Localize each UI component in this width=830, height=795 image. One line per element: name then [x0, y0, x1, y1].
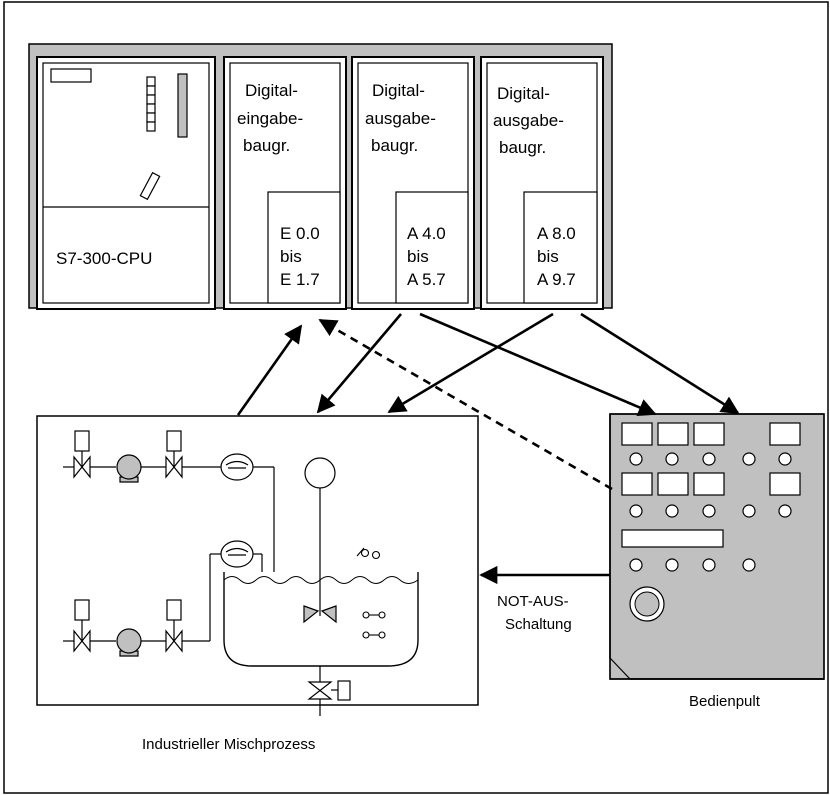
cpu-module: S7-300-CPU — [36, 56, 216, 310]
do1-range-line-3: A 5.7 — [407, 270, 446, 289]
panel-caption: Bedienpult — [689, 693, 761, 710]
di-module: Digital- eingabe- baugr. E 0.0 bis E 1.7 — [223, 56, 347, 310]
actuator-icon — [74, 599, 90, 621]
temperature-sensor-icon — [362, 611, 386, 639]
panel-push-button[interactable] — [621, 422, 653, 446]
emergency-stop-button-icon[interactable] — [629, 586, 665, 622]
do1-title-line-2: ausgabe- — [365, 109, 436, 128]
do2-module: Digital- ausgabe- baugr. A 8.0 bis A 9.7 — [480, 56, 604, 310]
do1-module: Digital- ausgabe- baugr. A 4.0 bis A 5.7 — [351, 56, 475, 310]
di-range-line-3: E 1.7 — [280, 270, 320, 289]
cpu-led-column-icon — [146, 76, 156, 132]
panel-push-button[interactable] — [769, 472, 801, 496]
arrow-do1-to-process-a — [316, 313, 402, 414]
arrow-do2-to-panel — [580, 312, 740, 415]
panel-buttons — [621, 422, 801, 496]
panel-push-button[interactable] — [657, 422, 689, 446]
level-sensor-icon — [356, 547, 381, 560]
do1-range-line-1: A 4.0 — [407, 224, 446, 243]
signal-arrows — [236, 312, 740, 585]
flow-meter-icon — [220, 453, 254, 481]
bottom-pipe-line — [63, 540, 263, 657]
panel-push-button[interactable] — [693, 472, 725, 496]
do2-range-line-2: bis — [537, 247, 559, 266]
di-range-box — [267, 191, 341, 304]
arrow-do2-to-process — [387, 312, 554, 414]
di-title-line-3: baugr. — [243, 136, 290, 155]
do1-range-box — [395, 191, 469, 304]
process-box — [36, 415, 479, 716]
process-caption: Industrieller Mischprozess — [142, 736, 315, 753]
panel-display — [621, 529, 724, 548]
panel-push-button[interactable] — [693, 422, 725, 446]
do2-range-line-3: A 9.7 — [537, 270, 576, 289]
actuator-icon — [74, 430, 90, 452]
outer-border — [3, 1, 829, 794]
actuator-icon — [166, 430, 182, 452]
emergency-label-line-1: NOT-AUS- — [497, 593, 569, 610]
do1-title-line-1: Digital- — [372, 81, 425, 100]
panel-indicator-lamps — [629, 452, 792, 572]
pump-icon — [116, 628, 142, 657]
do2-title-line-3: baugr. — [499, 138, 546, 157]
di-title-line-2: eingabe- — [237, 109, 303, 128]
cpu-memory-card-slot — [177, 73, 188, 138]
panel-push-button[interactable] — [657, 472, 689, 496]
cpu-slot-display — [50, 68, 92, 83]
do2-title-line-2: ausgabe- — [493, 111, 564, 130]
do2-range-line-1: A 8.0 — [537, 224, 576, 243]
do1-title-line-3: baugr. — [371, 136, 418, 155]
arrow-panel-to-di-dashed — [318, 318, 613, 491]
panel-push-button[interactable] — [621, 472, 653, 496]
emergency-label-line-2: Schaltung — [505, 616, 572, 633]
mixing-tank — [223, 572, 419, 667]
cpu-label: S7-300-CPU — [56, 249, 152, 268]
arrow-process-to-di — [236, 324, 303, 416]
cpu-key-switch-icon — [139, 171, 161, 201]
di-title-line-1: Digital- — [245, 81, 298, 100]
agitator-icon — [303, 457, 337, 624]
do2-range-box — [523, 191, 598, 304]
do1-range-line-2: bis — [407, 247, 429, 266]
pump-icon — [116, 454, 142, 483]
panel-push-button[interactable] — [769, 422, 801, 446]
flow-meter-icon — [220, 540, 254, 568]
top-pipe-line — [63, 430, 275, 572]
di-range-line-1: E 0.0 — [280, 224, 320, 243]
actuator-icon — [166, 599, 182, 621]
drain-valve-icon — [307, 666, 351, 716]
do2-title-line-1: Digital- — [497, 84, 550, 103]
arrow-do1-to-panel — [419, 312, 657, 416]
di-range-line-2: bis — [280, 247, 302, 266]
